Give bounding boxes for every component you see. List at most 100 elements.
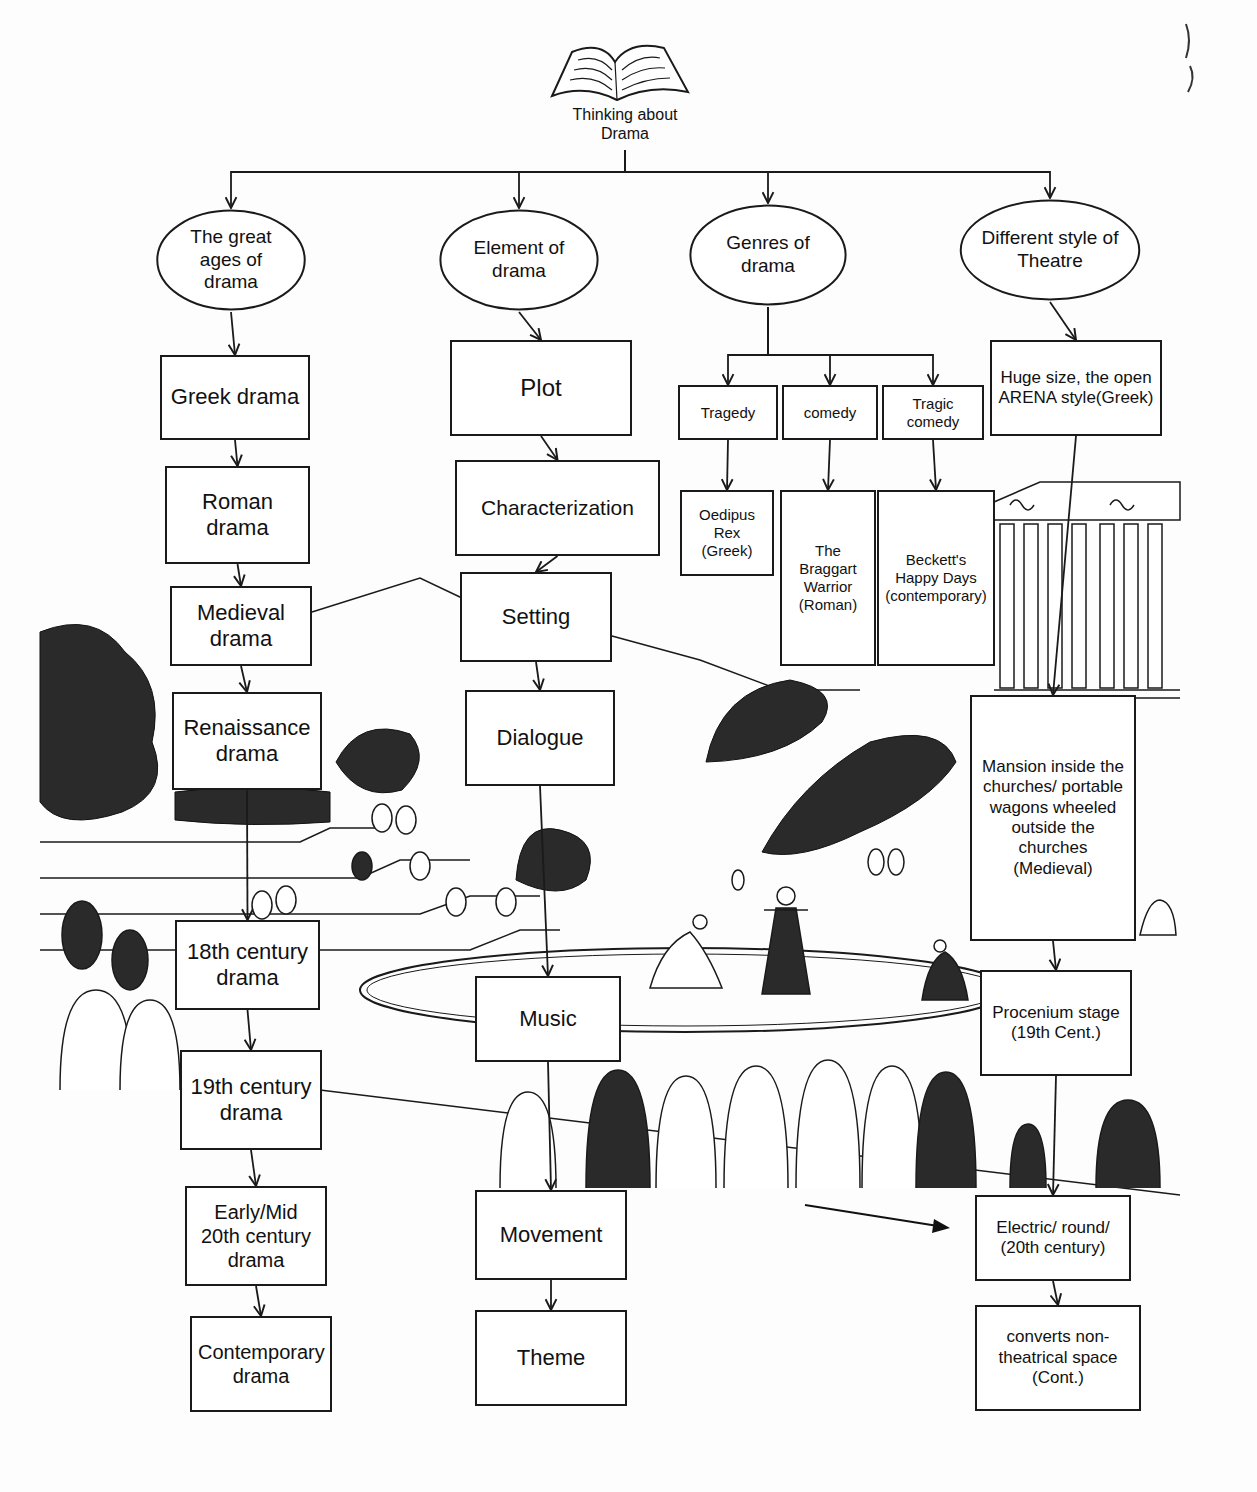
connector-arrow: [248, 1010, 252, 1050]
actor-head: [693, 915, 707, 929]
temple-column: [1148, 524, 1162, 688]
book-pages: [570, 57, 670, 100]
topic-box: Mansion inside the churches/ portable wa…: [970, 695, 1136, 941]
audience-figure: [62, 901, 102, 969]
hill-line: [312, 578, 462, 612]
connector-arrow: [768, 307, 933, 385]
connector-arrow: [235, 440, 238, 466]
topic-box: Oedipus Rex (Greek): [680, 490, 774, 576]
actor: [762, 908, 810, 994]
spectator: [410, 852, 430, 880]
connector-arrow: [625, 150, 768, 203]
node-label: Beckett's Happy Days (contemporary): [885, 551, 987, 605]
connector-arrow: [933, 440, 936, 490]
spectator: [496, 888, 516, 916]
node-label: Music: [483, 1006, 613, 1032]
category-ellipse: The great ages of drama: [155, 208, 307, 312]
topic-box: Beckett's Happy Days (contemporary): [877, 490, 995, 666]
audience-figure: [862, 1066, 922, 1188]
audience-figure: [656, 1076, 716, 1188]
connector-arrow: [256, 1286, 261, 1316]
connector-arrow: [541, 436, 558, 460]
ellipse-shape: [440, 211, 597, 310]
topic-box: Huge size, the open ARENA style(Greek): [990, 340, 1162, 436]
bush: [706, 680, 828, 762]
connector-arrow: [241, 666, 247, 692]
temple-column: [1124, 524, 1138, 688]
node-label: 18th century drama: [183, 939, 312, 992]
node-label: 19th century drama: [188, 1074, 314, 1127]
ellipse-shape: [157, 211, 304, 310]
bush: [762, 735, 956, 854]
bush: [336, 729, 419, 793]
topic-box: Renaissance drama: [172, 692, 322, 790]
connector-arrow: [1053, 436, 1076, 695]
connector-arrow: [1053, 1281, 1058, 1305]
pointer-line: [805, 1205, 938, 1226]
spectator: [352, 852, 372, 880]
node-label: Oedipus Rex (Greek): [688, 506, 766, 560]
connector-arrow: [550, 1280, 552, 1310]
category-ellipse: Element of drama: [438, 208, 600, 312]
node-label: Roman drama: [173, 489, 302, 542]
node-label: The great ages of drama: [175, 226, 287, 294]
spectator: [732, 870, 744, 890]
topic-box: Characterization: [455, 460, 660, 556]
margin-mark: [1186, 24, 1193, 92]
temple-column: [1100, 524, 1114, 688]
node-label: Early/Mid 20th century drama: [193, 1200, 319, 1272]
node-label: Medieval drama: [178, 600, 304, 653]
connector-arrow: [540, 786, 548, 976]
audience-figure: [120, 1000, 180, 1090]
spectator: [446, 888, 466, 916]
connector-arrow: [231, 150, 625, 208]
spectator: [888, 849, 904, 875]
node-label: Tragedy: [686, 404, 770, 422]
topic-box: Plot: [450, 340, 632, 436]
step-line: [40, 860, 470, 878]
temple-roof: [994, 482, 1180, 520]
audience-figure: [796, 1060, 860, 1188]
ellipse-shape: [690, 206, 845, 305]
audience-figure: [724, 1066, 788, 1188]
spectator: [252, 891, 272, 919]
temple-column: [1000, 524, 1014, 688]
node-label: Plot: [458, 374, 624, 403]
topic-box: Early/Mid 20th century drama: [185, 1186, 327, 1286]
bush: [40, 624, 158, 820]
ellipse-shape: [961, 201, 1139, 300]
node-label: converts non-theatrical space (Cont.): [983, 1327, 1133, 1388]
node-label: Different style of Theatre: [978, 227, 1122, 273]
topic-box: Medieval drama: [170, 586, 312, 666]
actor-head: [777, 887, 795, 905]
topic-box: The Braggart Warrior (Roman): [780, 490, 876, 666]
audience-figure: [1010, 1124, 1046, 1188]
node-label: Electric/ round/ (20th century): [983, 1218, 1123, 1259]
audience-figure: [1140, 900, 1176, 935]
topic-box: Electric/ round/ (20th century): [975, 1195, 1131, 1281]
audience-figure: [586, 1070, 650, 1188]
node-label: Tragic comedy: [890, 395, 976, 431]
connector-arrow: [238, 564, 242, 586]
actor-arms: [764, 909, 808, 911]
topic-box: Roman drama: [165, 466, 310, 564]
foreground-audience: [60, 900, 1176, 1188]
topic-box: Tragic comedy: [882, 385, 984, 440]
connector-arrow: [536, 662, 540, 690]
temple-frieze: [1010, 500, 1134, 510]
spectator: [372, 804, 392, 832]
connector-arrow: [246, 790, 248, 920]
temple-column: [1072, 524, 1086, 688]
pointer-head: [932, 1219, 950, 1233]
node-label: Contemporary drama: [198, 1340, 324, 1388]
spectator: [276, 886, 296, 914]
connector-arrow: [768, 307, 830, 385]
connector-arrow: [625, 150, 1050, 198]
connector-arrow: [519, 312, 541, 340]
topic-box: Setting: [460, 572, 612, 662]
actor: [650, 932, 722, 988]
step-line: [40, 828, 380, 842]
node-label: Element of drama: [458, 237, 580, 283]
topic-box: Contemporary drama: [190, 1316, 332, 1412]
